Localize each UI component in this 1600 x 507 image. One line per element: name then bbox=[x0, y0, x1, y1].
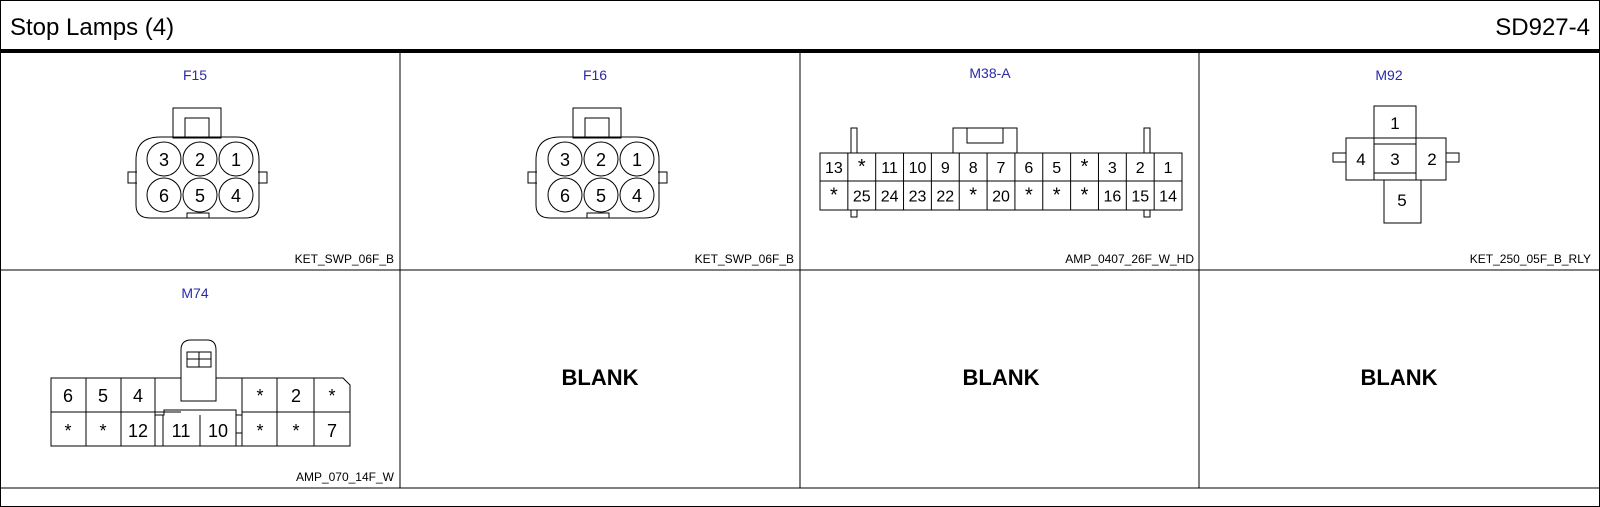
connector-f15-body bbox=[127, 107, 268, 219]
connector-f16-body bbox=[527, 107, 668, 219]
pin-label: 24 bbox=[881, 189, 899, 206]
pin-label: 15 bbox=[1131, 189, 1149, 206]
part-number: KET_SWP_06F_B bbox=[295, 252, 394, 266]
pin-label: * bbox=[969, 185, 977, 207]
pin-label: 9 bbox=[941, 160, 950, 177]
pin-label: * bbox=[1081, 156, 1089, 178]
pin-label: * bbox=[830, 185, 838, 207]
blank-cell-label: BLANK bbox=[963, 365, 1040, 390]
pin-label: 6 bbox=[159, 186, 169, 206]
pin-label: 5 bbox=[1397, 191, 1406, 210]
pin-label: 11 bbox=[172, 421, 191, 441]
pin-label: * bbox=[1081, 185, 1089, 207]
pin-label: 25 bbox=[853, 189, 871, 206]
pin-label: * bbox=[292, 421, 299, 441]
part-number: AMP_070_14F_W bbox=[296, 470, 395, 484]
connector-f15-pins: 3 2 1 6 5 4 bbox=[146, 141, 254, 213]
pin-label: * bbox=[99, 421, 106, 441]
connector-m38a-pins: 13 * 11 10 9 8 7 6 5 * 3 2 1 * 25 24 23 22 * 20 * * * 16 15 14 bbox=[825, 153, 1177, 210]
pin-label: 14 bbox=[1159, 189, 1177, 206]
connector-m74: M74 6 5 4 * * 12 bbox=[50, 285, 395, 484]
pin-label: 3 bbox=[560, 150, 570, 170]
connector-m74-body bbox=[50, 339, 351, 447]
pin-label: * bbox=[256, 386, 263, 406]
page-title: Stop Lamps (4) bbox=[10, 14, 174, 41]
pin-label: 5 bbox=[1052, 160, 1061, 177]
part-number: AMP_0407_26F_W_HD bbox=[1065, 252, 1194, 266]
pin-label: 6 bbox=[1024, 160, 1033, 177]
pin-label: 2 bbox=[1136, 160, 1145, 177]
connector-id: F15 bbox=[183, 67, 207, 83]
pin-label: 1 bbox=[632, 150, 642, 170]
pin-label: * bbox=[328, 386, 335, 406]
pin-label: 6 bbox=[560, 186, 570, 206]
pin-label: 1 bbox=[231, 150, 241, 170]
connector-m38a-body bbox=[819, 127, 1183, 218]
pin-label: 4 bbox=[632, 186, 642, 206]
connector-id: M92 bbox=[1375, 67, 1402, 83]
pin-label: 3 bbox=[159, 150, 169, 170]
pin-label: 16 bbox=[1103, 189, 1121, 206]
blank-cell-label: BLANK bbox=[562, 365, 639, 390]
part-number: KET_250_05F_B_RLY bbox=[1470, 252, 1591, 266]
grid-lines bbox=[0, 53, 1600, 489]
pin-label: * bbox=[858, 156, 866, 178]
connector-m74-pins: 6 5 4 * * 12 11 10 * 2 * * * 7 bbox=[63, 386, 337, 441]
pin-label: 2 bbox=[1427, 150, 1436, 169]
pin-label: 4 bbox=[1356, 150, 1365, 169]
pin-label: 12 bbox=[128, 421, 148, 441]
connector-m92: M92 1 4 3 2 5 KET_250_05F_B_RLY bbox=[1332, 67, 1591, 266]
connector-id: M74 bbox=[181, 285, 208, 301]
pin-label: 4 bbox=[231, 186, 241, 206]
pin-label: 7 bbox=[997, 160, 1006, 177]
pin-label: 10 bbox=[208, 421, 228, 441]
pin-label: 10 bbox=[909, 160, 927, 177]
pin-label: 22 bbox=[936, 189, 954, 206]
pin-label: * bbox=[1053, 185, 1061, 207]
pin-label: 20 bbox=[992, 189, 1010, 206]
pin-label: 3 bbox=[1108, 160, 1117, 177]
pin-label: 2 bbox=[195, 150, 205, 170]
sheet-code: SD927-4 bbox=[1495, 14, 1590, 41]
connector-f16: F16 3 2 1 6 5 4 KET_SWP_06F_B bbox=[527, 67, 794, 266]
pin-label: 1 bbox=[1164, 160, 1173, 177]
pin-label: * bbox=[64, 421, 71, 441]
connector-m92-body bbox=[1332, 105, 1460, 224]
pin-label: 7 bbox=[327, 421, 337, 441]
pin-label: 8 bbox=[969, 160, 978, 177]
pin-label: 5 bbox=[195, 186, 205, 206]
pin-label: 2 bbox=[291, 386, 301, 406]
pin-label: 3 bbox=[1390, 150, 1399, 169]
pin-label: 5 bbox=[596, 186, 606, 206]
connector-f16-pins: 3 2 1 6 5 4 bbox=[547, 141, 655, 213]
pin-label: 2 bbox=[596, 150, 606, 170]
pin-label: 11 bbox=[881, 160, 898, 177]
connector-f15: F15 3 2 1 6 5 4 KET_SWP_06F_B bbox=[127, 67, 394, 266]
pin-label: * bbox=[256, 421, 263, 441]
connector-id: M38-A bbox=[969, 65, 1011, 81]
part-number: KET_SWP_06F_B bbox=[695, 252, 794, 266]
connector-id: F16 bbox=[583, 67, 607, 83]
pin-label: 5 bbox=[98, 386, 108, 406]
pin-label: * bbox=[1025, 185, 1033, 207]
blank-cell-label: BLANK bbox=[1361, 365, 1438, 390]
pin-label: 13 bbox=[825, 160, 843, 177]
pin-label: 6 bbox=[63, 386, 73, 406]
pin-label: 23 bbox=[909, 189, 927, 206]
connector-m92-pins: 1 4 3 2 5 bbox=[1356, 114, 1436, 210]
pin-label: 1 bbox=[1390, 114, 1399, 133]
pin-label: 4 bbox=[133, 386, 143, 406]
